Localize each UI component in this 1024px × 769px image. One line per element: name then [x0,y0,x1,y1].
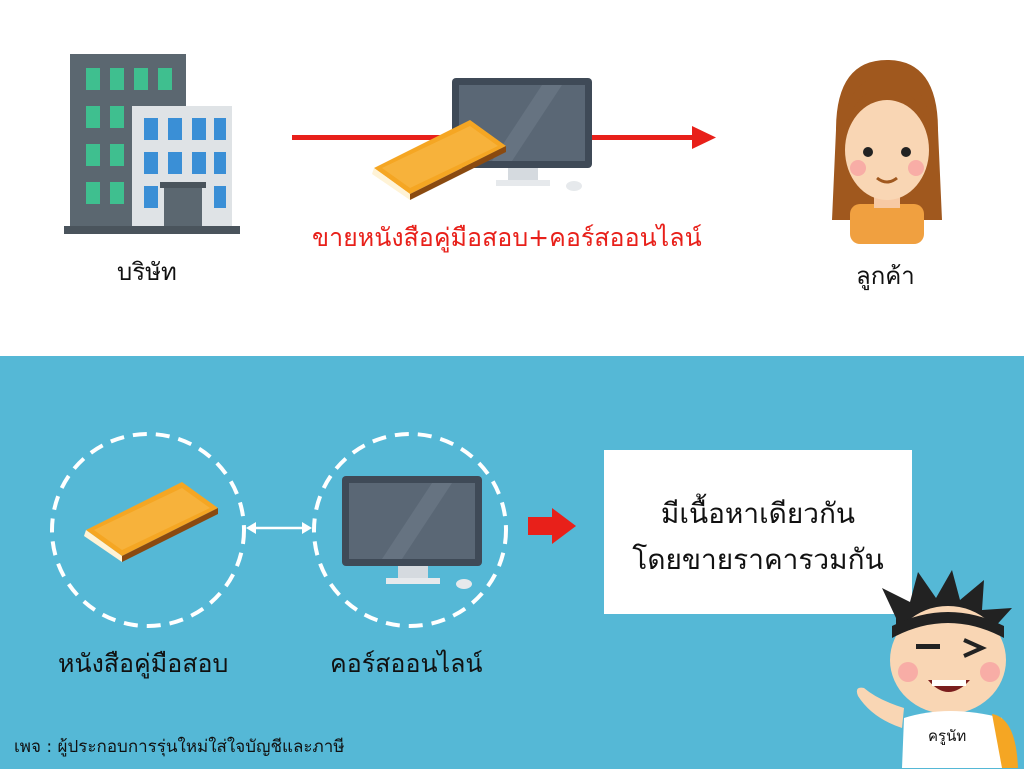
result-box: มีเนื้อหาเดียวกัน โดยขายราคารวมกัน [604,450,912,614]
flow-caption: ขายหนังสือคู่มือสอบ+คอร์สออนไลน์ [312,223,702,252]
mascot-icon [856,570,1018,768]
monitor-icon [342,476,482,589]
result-line-1: มีเนื้อหาเดียวกัน [660,497,856,530]
building-icon [64,54,240,234]
book-circle [50,432,246,628]
right-arrow-icon [528,508,576,544]
result-line-2: โดยขายราคารวมกัน [632,543,884,576]
course-circle [312,432,508,628]
company-label: บริษัท [117,258,177,286]
course-label: คอร์สออนไลน์ [330,649,483,678]
page-credit: เพจ : ผู้ประกอบการรุ่นใหม่ใส่ใจบัญชีและภ… [14,737,345,757]
customer-avatar-icon [832,60,942,244]
mascot-badge: ครูนัท [928,727,967,745]
book-icon [84,482,218,562]
book-icon [372,120,506,200]
book-label: หนังสือคู่มือสอบ [58,649,229,678]
customer-label: ลูกค้า [856,262,915,290]
double-arrow-icon [246,522,312,534]
